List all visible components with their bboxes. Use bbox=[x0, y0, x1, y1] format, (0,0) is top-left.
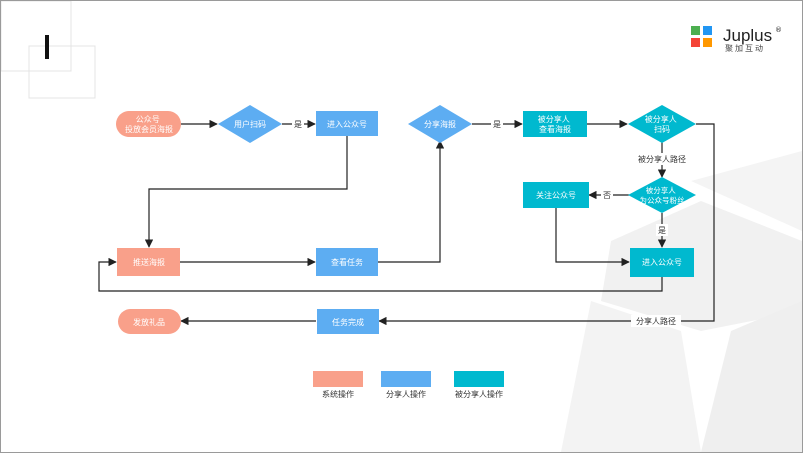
node-enter-2: 进入公众号 bbox=[630, 248, 694, 277]
node-share-label: 分享海报 bbox=[424, 119, 456, 129]
bg-shape-2 bbox=[561, 301, 701, 452]
corner-frame-inner bbox=[28, 45, 96, 99]
legend-sharer-label: 分享人操作 bbox=[386, 389, 426, 399]
legend-system: 系统操作 bbox=[313, 371, 363, 399]
node-shared-scan-line-1: 被分享人 bbox=[645, 114, 677, 124]
node-enter-1-label: 进入公众号 bbox=[327, 120, 367, 129]
edge-viewtask-share bbox=[378, 140, 445, 263]
node-share: 分享海报 bbox=[408, 105, 472, 143]
title-bar-mark bbox=[45, 35, 49, 59]
svg-text:公众号 投放会员海报: 公众号 投放会员海报 bbox=[125, 115, 173, 134]
brand-logo: Juplus ® 聚加互动 bbox=[691, 26, 782, 53]
node-view-task: 查看任务 bbox=[316, 248, 378, 276]
legend-system-label: 系统操作 bbox=[322, 389, 354, 399]
node-task-done-label: 任务完成 bbox=[332, 317, 364, 327]
node-push-poster-label: 推送海报 bbox=[133, 257, 165, 267]
edge-label-sharer-path: 分享人路径 bbox=[636, 316, 676, 326]
node-shared-scan-line-2: 扫码 bbox=[654, 124, 670, 134]
node-view-poster-line-2: 查看海报 bbox=[539, 124, 571, 134]
node-shared-scan: 被分享人 扫码 bbox=[628, 105, 696, 143]
brand-registered: ® bbox=[775, 26, 782, 34]
brand-name: Juplus bbox=[723, 26, 772, 45]
node-push-poster: 推送海报 bbox=[117, 248, 180, 276]
node-task-done: 任务完成 bbox=[317, 309, 379, 334]
node-is-fan-line-2: 为公众号粉丝 bbox=[640, 195, 685, 205]
brand-subtitle: 聚加互动 bbox=[725, 43, 765, 53]
edge-label-yes-2: 是 bbox=[493, 120, 501, 129]
logo-square-red bbox=[691, 38, 700, 47]
logo-square-blue bbox=[703, 26, 712, 35]
edge-follow-enter2 bbox=[555, 208, 630, 267]
node-follow: 关注公众号 bbox=[523, 182, 589, 208]
node-start-line-1: 公众号 bbox=[136, 115, 160, 124]
legend-shared-label: 被分享人操作 bbox=[455, 389, 503, 399]
logo-square-orange bbox=[703, 38, 712, 47]
corner-frame-outer bbox=[1, 1, 72, 72]
svg-text:被分享人 扫码: 被分享人 扫码 bbox=[645, 114, 680, 134]
node-is-fan-line-1: 被分享人 bbox=[646, 185, 676, 195]
edge-enter2-push bbox=[98, 257, 663, 292]
edge-label-yes-1: 是 bbox=[294, 120, 302, 129]
legend: 系统操作 分享人操作 被分享人操作 bbox=[313, 371, 504, 399]
edge-sharedscan-taskdone bbox=[378, 123, 715, 326]
node-gift-label: 发放礼品 bbox=[133, 317, 165, 327]
node-view-task-label: 查看任务 bbox=[331, 257, 363, 267]
connectors bbox=[98, 119, 715, 326]
edge-enter-push bbox=[144, 136, 348, 248]
bg-shape-4 bbox=[701, 301, 802, 452]
node-scan-label: 用户扫码 bbox=[234, 119, 266, 129]
legend-shared: 被分享人操作 bbox=[454, 371, 504, 399]
edge-label-no: 否 bbox=[603, 191, 611, 200]
node-start-line-2: 投放会员海报 bbox=[125, 124, 173, 134]
node-view-poster: 被分享人 查看海报 bbox=[523, 111, 587, 137]
logo-square-green bbox=[691, 26, 700, 35]
node-is-fan: 被分享人 为公众号粉丝 bbox=[628, 177, 696, 213]
legend-sharer: 分享人操作 bbox=[381, 371, 431, 399]
svg-text:被分享人 查看海报: 被分享人 查看海报 bbox=[538, 114, 573, 134]
node-follow-label: 关注公众号 bbox=[536, 190, 576, 200]
edge-label-shared-path: 被分享人路径 bbox=[638, 154, 686, 164]
node-enter-2-label: 进入公众号 bbox=[642, 258, 682, 267]
bg-shape-1 bbox=[601, 201, 802, 331]
node-scan: 用户扫码 bbox=[218, 105, 282, 143]
node-gift: 发放礼品 bbox=[118, 309, 181, 334]
svg-text:被分享人 为公众号粉丝: 被分享人 为公众号粉丝 bbox=[640, 185, 685, 205]
node-start: 公众号 投放会员海报 bbox=[116, 111, 181, 137]
node-enter-1: 进入公众号 bbox=[316, 111, 378, 136]
node-view-poster-line-1: 被分享人 bbox=[538, 114, 570, 124]
bg-shape-3 bbox=[691, 151, 802, 231]
edge-label-yes-3: 是 bbox=[658, 226, 666, 235]
